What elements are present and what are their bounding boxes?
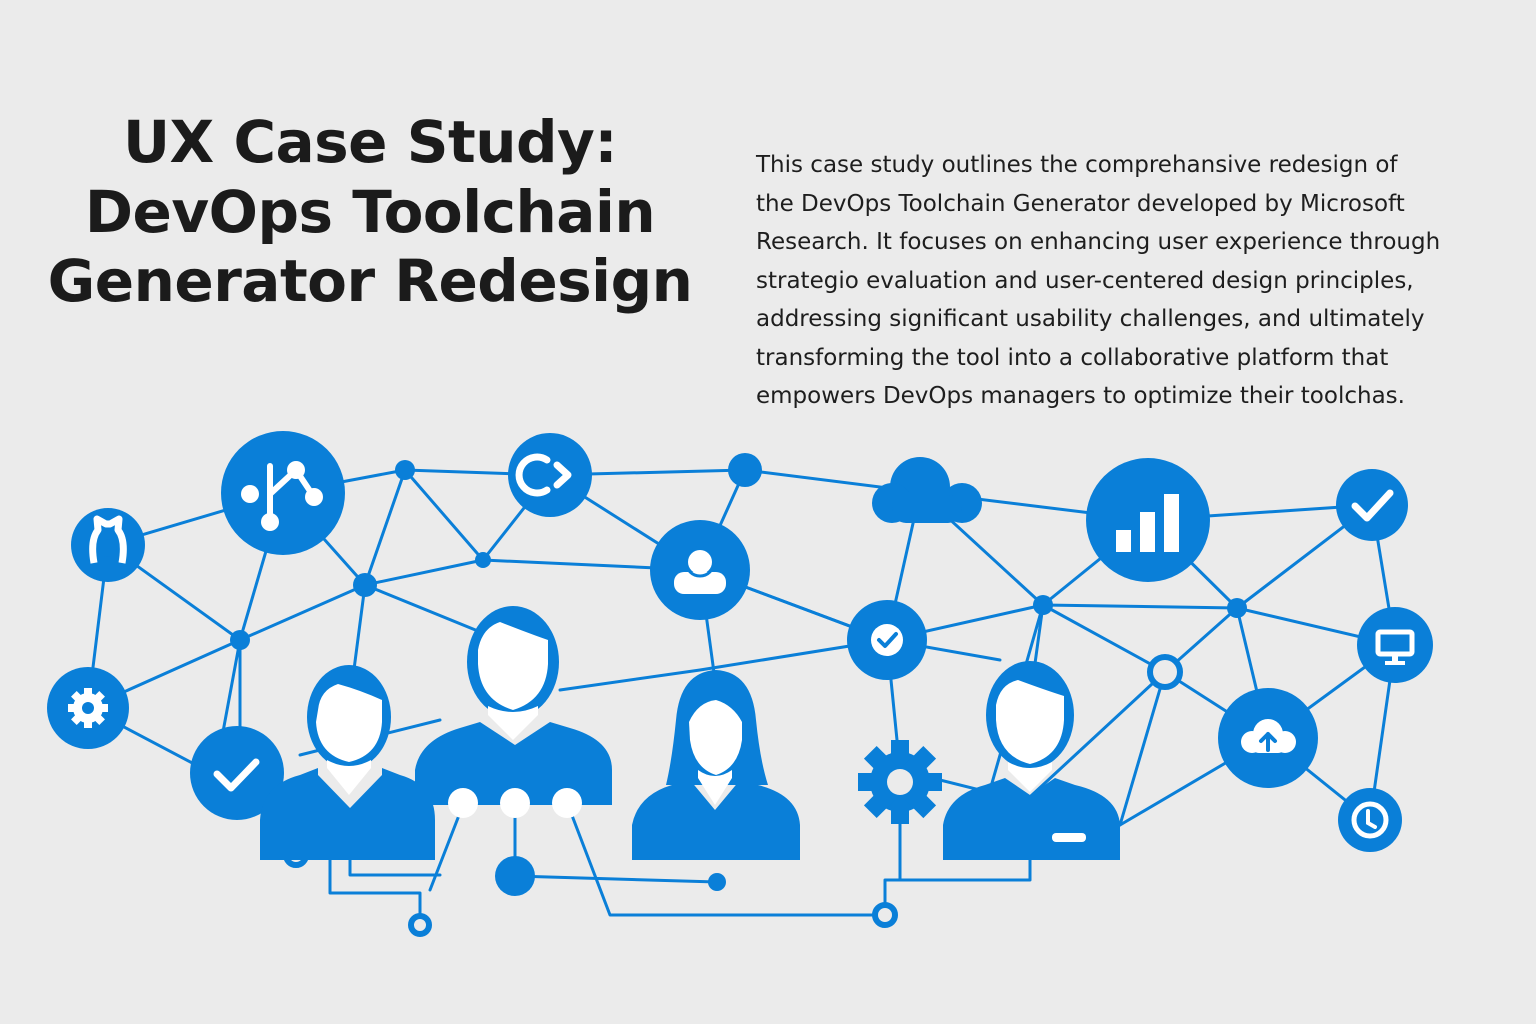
developer-icon <box>943 661 1120 860</box>
git-branch-icon <box>221 431 345 555</box>
man-icon <box>260 665 435 860</box>
verified-check-icon <box>847 600 927 680</box>
description-line: This case study outlines the comprehansi… <box>756 152 1398 178</box>
bar-chart-icon <box>1086 458 1210 582</box>
description-line: strategio evaluation and user-centered d… <box>756 267 1414 294</box>
github-icon <box>71 508 145 582</box>
checkmark-icon <box>190 726 284 820</box>
hollow-nodes <box>283 654 1183 937</box>
junction-nodes <box>230 453 1247 896</box>
title-line-2: DevOps Toolchain <box>84 177 656 246</box>
settings-gear-icon <box>47 667 129 749</box>
presenter-icon <box>415 606 612 818</box>
woman-icon <box>632 670 800 860</box>
page-title: UX Case Study: DevOps Toolchain Generato… <box>20 108 720 317</box>
cloud-upload-icon <box>1218 688 1318 788</box>
description-line: the DevOps Toolchain Generator developed… <box>756 190 1405 217</box>
monitor-icon <box>1357 607 1433 683</box>
description-paragraph: This case study outlines the comprehansi… <box>756 146 1476 416</box>
cog-icon <box>858 740 942 824</box>
code-icon <box>508 433 592 517</box>
title-line-1: UX Case Study: <box>122 108 618 176</box>
cloud-icon <box>872 457 982 523</box>
description-line: addressing significant usability challen… <box>756 306 1425 332</box>
title-line-3: Generator Redesign <box>47 247 693 316</box>
check-icon <box>1336 469 1408 541</box>
description-line: transforming the tool into a collaborati… <box>756 344 1389 371</box>
user-group-icon <box>650 520 750 620</box>
clock-icon <box>1338 788 1402 852</box>
description-line: Research. It focuses on enhancing user e… <box>756 229 1441 255</box>
description-line: empowers DevOps managers to optimize the… <box>756 383 1405 409</box>
